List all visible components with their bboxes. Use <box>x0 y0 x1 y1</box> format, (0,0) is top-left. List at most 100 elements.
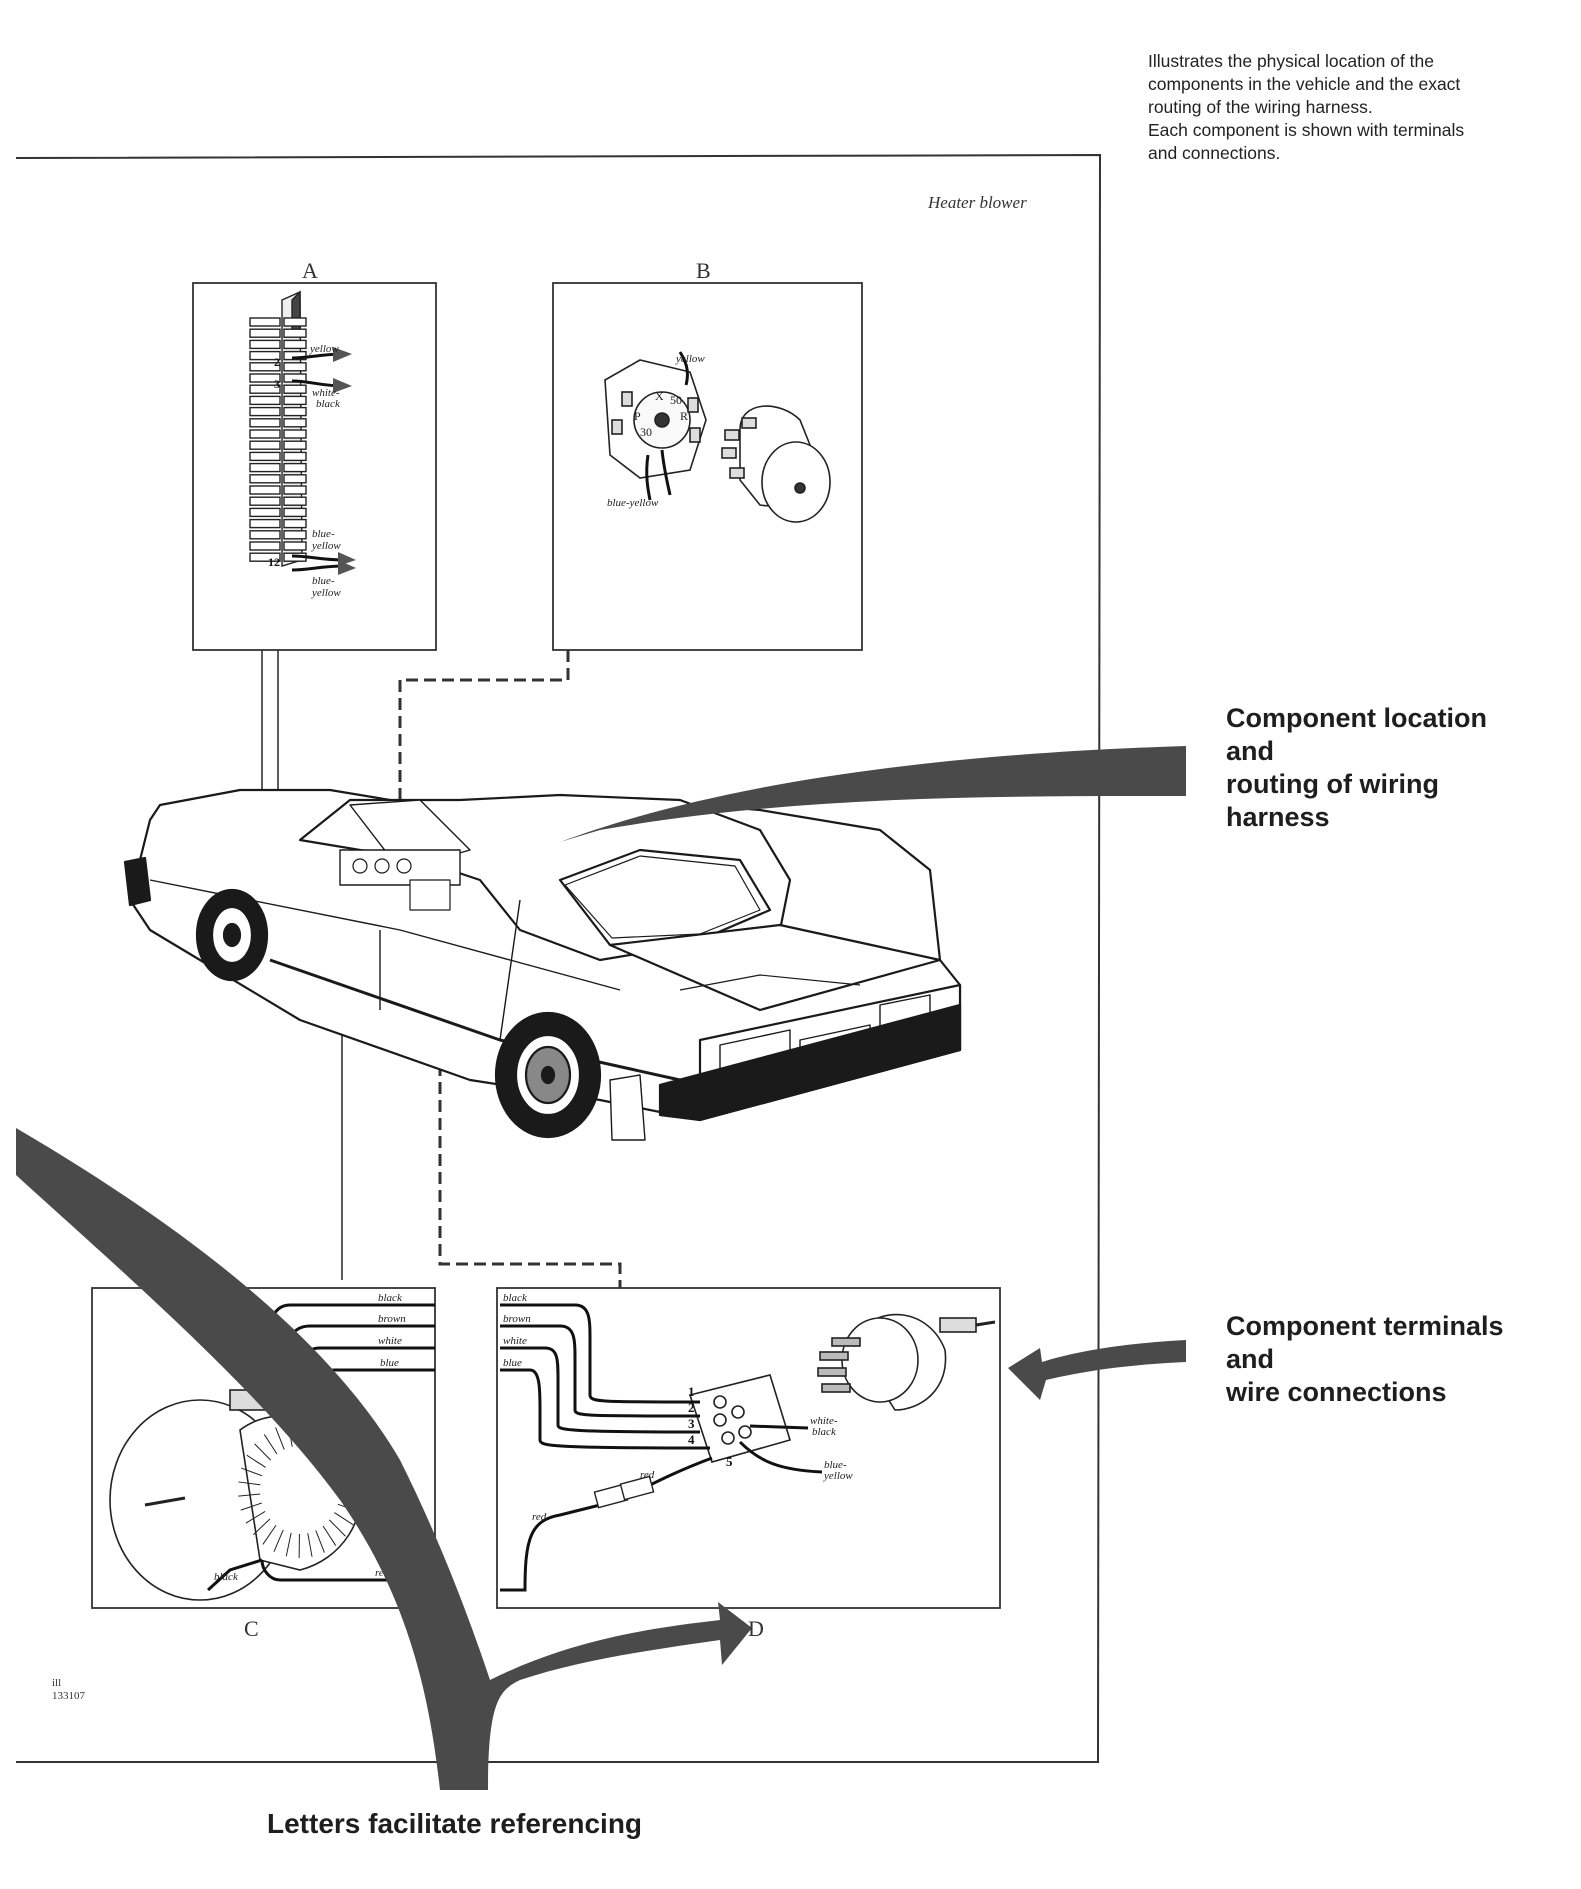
terminal-row <box>249 406 281 417</box>
terminal-row <box>283 418 307 428</box>
wire-label: blue-yellow <box>607 497 659 509</box>
box-letter-d: D <box>748 1616 764 1641</box>
swoosh-terminals <box>1008 1340 1186 1400</box>
terminal-row <box>249 541 281 551</box>
terminal-row <box>283 384 307 394</box>
pin-number: 12 <box>268 555 280 569</box>
car-illustration <box>123 788 962 1141</box>
wire-label: white- <box>810 1415 838 1427</box>
box-d: black brown white blue white- black blue… <box>496 1287 1001 1609</box>
pin-number: 2 <box>274 355 280 369</box>
page-title: Heater blower <box>927 193 1027 212</box>
terminal-row <box>283 530 307 540</box>
terminal-row <box>249 518 281 529</box>
intro-line: routing of the wiring harness. <box>1148 97 1373 117</box>
coil-winding <box>273 1529 284 1552</box>
wire-label: black <box>812 1426 837 1438</box>
box-a: yellow white- black blue- yellow blue- y… <box>192 282 437 651</box>
pin-number: 2 <box>688 1400 695 1415</box>
terminal-row <box>283 429 307 439</box>
wire-label: black <box>316 398 341 410</box>
terminal-row <box>249 507 281 518</box>
box-letter-b: B <box>696 258 711 283</box>
wire-label: blue- <box>824 1459 847 1471</box>
coil-winding <box>238 1481 261 1486</box>
callout-location: Component location and routing of wiring… <box>1226 702 1487 834</box>
terminal-row <box>249 384 281 394</box>
terminal-label: P <box>634 409 641 423</box>
coil-winding <box>238 1493 261 1497</box>
callout-line: routing of wiring <box>1226 769 1439 799</box>
coil-winding <box>240 1502 262 1511</box>
wire-label: white <box>503 1335 527 1347</box>
terminal-row <box>283 339 307 350</box>
diagram-frame <box>15 153 1102 1763</box>
callout-line: Component terminals <box>1226 1311 1504 1341</box>
callout-line: wire connections <box>1226 1377 1447 1407</box>
terminal-row <box>283 440 307 450</box>
coil-winding <box>334 1512 354 1526</box>
wire-label: brown <box>503 1313 531 1325</box>
callout-letters: Letters facilitate referencing <box>267 1808 643 1839</box>
swoosh-letters <box>16 1128 752 1790</box>
intro-line: components in the vehicle and the exact <box>1148 74 1461 94</box>
wire-label: blue <box>503 1357 522 1369</box>
wire-label: black <box>214 1571 239 1583</box>
terminal-row <box>249 373 281 383</box>
rear-wheel <box>195 888 269 982</box>
wire-label: blue- <box>312 575 335 587</box>
terminal-row <box>249 530 281 540</box>
wire-label: yellow <box>675 353 705 365</box>
pin-number: 4 <box>688 1432 695 1447</box>
wire-label: yellow <box>311 587 341 599</box>
terminal-row <box>249 451 281 462</box>
terminal-row <box>283 507 307 518</box>
terminal-label: 30 <box>640 425 652 439</box>
terminal-strip <box>249 290 307 567</box>
terminal-row <box>283 518 307 529</box>
box-d-wires <box>500 1303 823 1592</box>
wire-label: white- <box>312 387 340 399</box>
coil-winding <box>328 1519 346 1537</box>
wire-label: red <box>640 1469 655 1481</box>
blower-switch <box>688 1313 996 1463</box>
terminal-row <box>249 474 281 484</box>
wire-label: yellow <box>823 1470 853 1482</box>
box-a-arrows <box>333 347 356 575</box>
front-wheel <box>494 1011 602 1139</box>
coil-winding <box>254 1443 272 1461</box>
terminal-label: X <box>655 389 664 403</box>
callout-arrows <box>16 746 1186 1790</box>
terminal-row <box>249 418 281 428</box>
terminal-row <box>249 395 281 406</box>
terminal-row <box>283 395 307 406</box>
terminal-row <box>283 541 307 551</box>
box-b: X 50 P R 30 yellow blue-yellow <box>552 282 863 651</box>
coil-winding <box>262 1524 277 1545</box>
terminal-row <box>249 496 281 506</box>
terminal-row <box>283 406 307 417</box>
terminal-row <box>283 317 307 327</box>
terminal-row <box>249 350 281 361</box>
intro-text: Illustrates the physical location of the… <box>1148 50 1568 165</box>
ignition-barrel <box>721 405 831 523</box>
terminal-row <box>283 328 307 338</box>
terminal-row <box>249 317 281 327</box>
callout-line: Component location <box>1226 703 1487 733</box>
intro-line: and connections. <box>1148 143 1281 163</box>
coil-winding <box>263 1434 278 1455</box>
terminal-row <box>283 362 307 372</box>
intro-line: Illustrates the physical location of the <box>1148 51 1434 71</box>
terminal-row <box>249 362 281 372</box>
ignition-switch <box>604 359 707 479</box>
coil-winding <box>275 1427 285 1450</box>
callout-line: and <box>1226 736 1275 766</box>
box-letter-c: C <box>244 1616 259 1641</box>
wire-label: blue <box>380 1357 399 1369</box>
terminal-row <box>249 440 281 450</box>
terminal-row <box>283 451 307 462</box>
terminal-row <box>249 339 281 350</box>
ref-number: 133107 <box>52 1690 86 1702</box>
terminal-row <box>283 350 307 361</box>
box-letter-a: A <box>302 258 318 283</box>
